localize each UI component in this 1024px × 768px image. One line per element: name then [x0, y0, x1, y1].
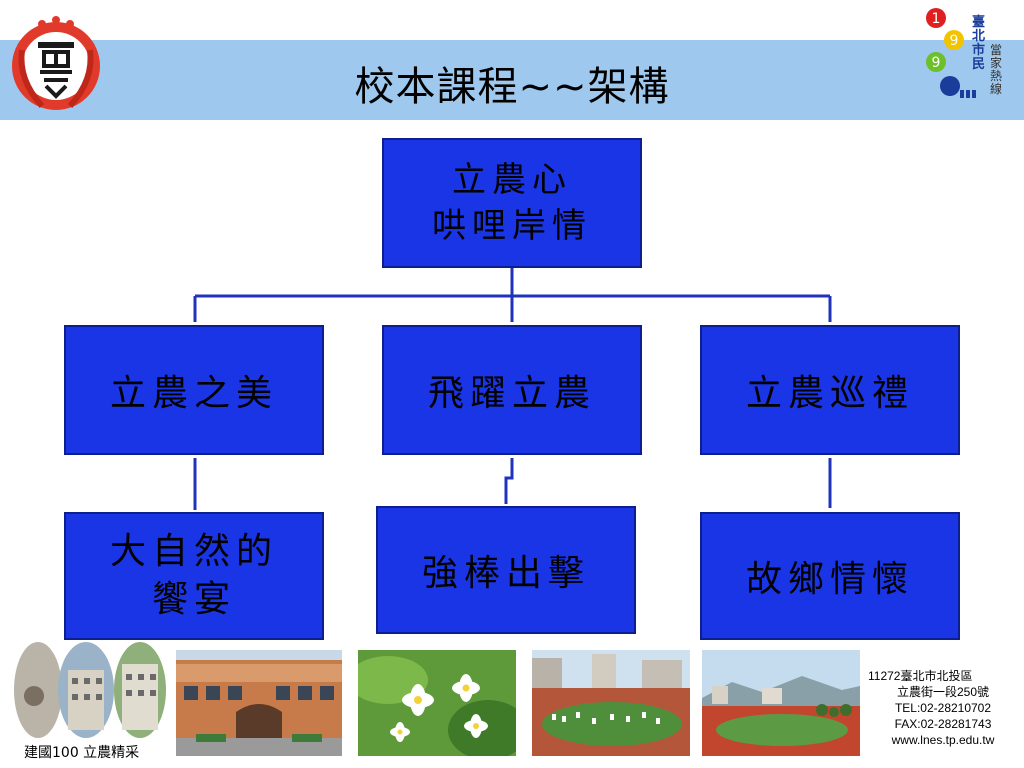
header-band [0, 40, 1024, 120]
level3-node-line-2: 饗宴 [151, 579, 236, 620]
hotline-digit-1: 1 [932, 11, 941, 27]
photo-school-gate [176, 650, 342, 756]
page-title: 校本課程~~架構 [354, 64, 670, 110]
hotline-text-left: 臺北市民 [972, 15, 986, 72]
photo-running-track-mountains [702, 650, 860, 756]
level2-node-nature: 立農之美 [64, 325, 324, 455]
level2-node-sports: 飛躍立農 [382, 325, 642, 455]
root-node: 立農心 哄哩岸情 [382, 138, 642, 268]
address-fax: FAX:02-28281743 [894, 717, 992, 731]
level3-node-batter-up: 強棒出擊 [376, 506, 636, 634]
hotline-badge-icon: 1 9 9 [926, 8, 976, 98]
level3-node-label: 強棒出擊 [421, 553, 590, 594]
level2-node-label: 立農巡禮 [745, 373, 914, 414]
citizen-hotline-logo: 1 9 9 臺北市民 當家熱線 [918, 4, 1014, 104]
address-line-2: 立農街一段250號 [896, 685, 990, 699]
photo-school-field-event [532, 650, 690, 756]
level3-node-nature-feast: 大自然的 饗宴 [64, 512, 324, 640]
hotline-text-right: 當家熱線 [990, 43, 1003, 96]
photo-gardenia-flowers [358, 650, 516, 756]
school-address-block: 11272臺北市北投區 立農街一段250號 TEL:02-28210702 FA… [868, 668, 1018, 748]
school-emblem-logo [12, 16, 100, 110]
hotline-digit-2: 9 [950, 33, 959, 49]
footer-caption: 建國100 立農精采 [24, 745, 140, 761]
photo-school-buildings-collage [12, 640, 166, 740]
level2-node-label: 立農之美 [109, 373, 278, 414]
level3-node-label: 故鄉情懷 [745, 559, 914, 600]
address-line-1: 11272臺北市北投區 [868, 669, 973, 683]
link-middle-column [504, 458, 514, 504]
address-website: www.lnes.tp.edu.tw [891, 733, 995, 747]
root-node-line-1: 立農心 [452, 160, 572, 200]
level3-node-hometown: 故鄉情懷 [700, 512, 960, 640]
address-tel: TEL:02-28210702 [894, 701, 992, 715]
level2-node-tour: 立農巡禮 [700, 325, 960, 455]
level2-node-label: 飛躍立農 [427, 373, 596, 414]
level3-node-line-1: 大自然的 [109, 531, 278, 572]
root-node-line-2: 哄哩岸情 [432, 206, 592, 246]
hotline-digit-3: 9 [932, 55, 941, 71]
